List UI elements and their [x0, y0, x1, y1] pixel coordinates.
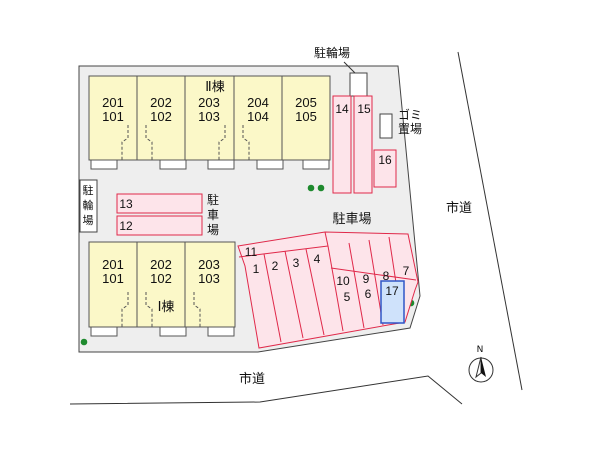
parking-space-15 — [353, 95, 373, 194]
parking-space-16 — [373, 149, 397, 188]
parking-space-13 — [116, 193, 203, 214]
bicycle-parking-top-box — [349, 72, 368, 97]
parking-space-14 — [332, 95, 352, 194]
building-1 — [88, 241, 236, 337]
parking-number: 4 — [314, 252, 321, 266]
parking-number: 13 — [119, 197, 133, 211]
unit-number: 204 — [247, 95, 269, 110]
parking-number: 2 — [272, 259, 279, 273]
unit-number: 101 — [102, 109, 124, 124]
parking-small-char: 場 — [207, 223, 219, 237]
parking-number: 6 — [365, 287, 372, 301]
tree — [317, 184, 325, 192]
parking-small-char: 駐 — [207, 192, 219, 207]
parking-number: 12 — [119, 219, 133, 233]
road-right-edge — [457, 51, 523, 391]
parking-number: 10 — [336, 274, 350, 288]
north-label: N — [477, 345, 484, 355]
unit-number: 201 — [102, 257, 124, 272]
bicycle-parking-left-char: 場 — [83, 214, 94, 227]
tree — [307, 184, 315, 192]
parking-number: 15 — [357, 102, 371, 116]
unit-number: 203 — [198, 257, 220, 272]
road-bottom-edge — [69, 375, 463, 405]
parking-number: 7 — [403, 264, 410, 278]
unit-number: 105 — [295, 109, 317, 124]
parking-number: 1 — [253, 262, 260, 276]
unit-number: 201 — [102, 95, 124, 110]
bicycle-parking-left-char: 駐 — [83, 183, 94, 197]
parking-main-label: 駐車場 — [332, 212, 371, 227]
unit-number: 101 — [102, 271, 124, 286]
parking-number: 17 — [385, 284, 399, 298]
parking-small-char: 車 — [207, 208, 219, 222]
parking-number: 9 — [363, 272, 370, 286]
unit-number: 202 — [150, 95, 172, 110]
unit-number: 205 — [295, 95, 317, 110]
unit-number: 202 — [150, 257, 172, 272]
tree — [80, 338, 88, 346]
bicycle-parking-left-box — [79, 179, 98, 233]
parking-space-12 — [116, 215, 203, 236]
unit-number: 103 — [198, 109, 220, 124]
parking-number: 14 — [335, 102, 349, 116]
north-arrow-icon — [468, 356, 494, 383]
building-1-label: Ⅰ棟 — [158, 300, 175, 315]
garbage-label: 置場 — [398, 122, 422, 136]
road-label-right: 市道 — [446, 200, 472, 216]
parking-number: 11 — [245, 245, 258, 259]
road-label-bottom: 市道 — [239, 371, 265, 387]
parking-area-main — [237, 231, 419, 349]
bicycle-parking-left-char: 輪 — [83, 198, 94, 212]
bicycle-parking-top-label: 駐輪場 — [314, 45, 350, 60]
building-1-unit-numbers: 201 101 202 102 203 103 — [102, 257, 220, 286]
parking-number: 8 — [383, 269, 390, 283]
unit-number: 102 — [150, 271, 172, 286]
unit-number: 103 — [198, 271, 220, 286]
unit-number: 104 — [247, 109, 269, 124]
parking-number: 3 — [293, 256, 300, 270]
garbage-label: ゴミ — [398, 107, 422, 122]
parking-number: 16 — [378, 153, 392, 167]
unit-number: 203 — [198, 95, 220, 110]
building-2 — [88, 75, 331, 170]
garbage-box — [379, 113, 393, 139]
building-2-label: Ⅱ棟 — [205, 80, 224, 95]
unit-number: 102 — [150, 109, 172, 124]
parking-space-17 — [380, 280, 405, 324]
building-2-unit-numbers: 201 101 202 102 203 103 204 104 205 105 — [102, 95, 317, 124]
parking-number: 5 — [344, 290, 351, 304]
